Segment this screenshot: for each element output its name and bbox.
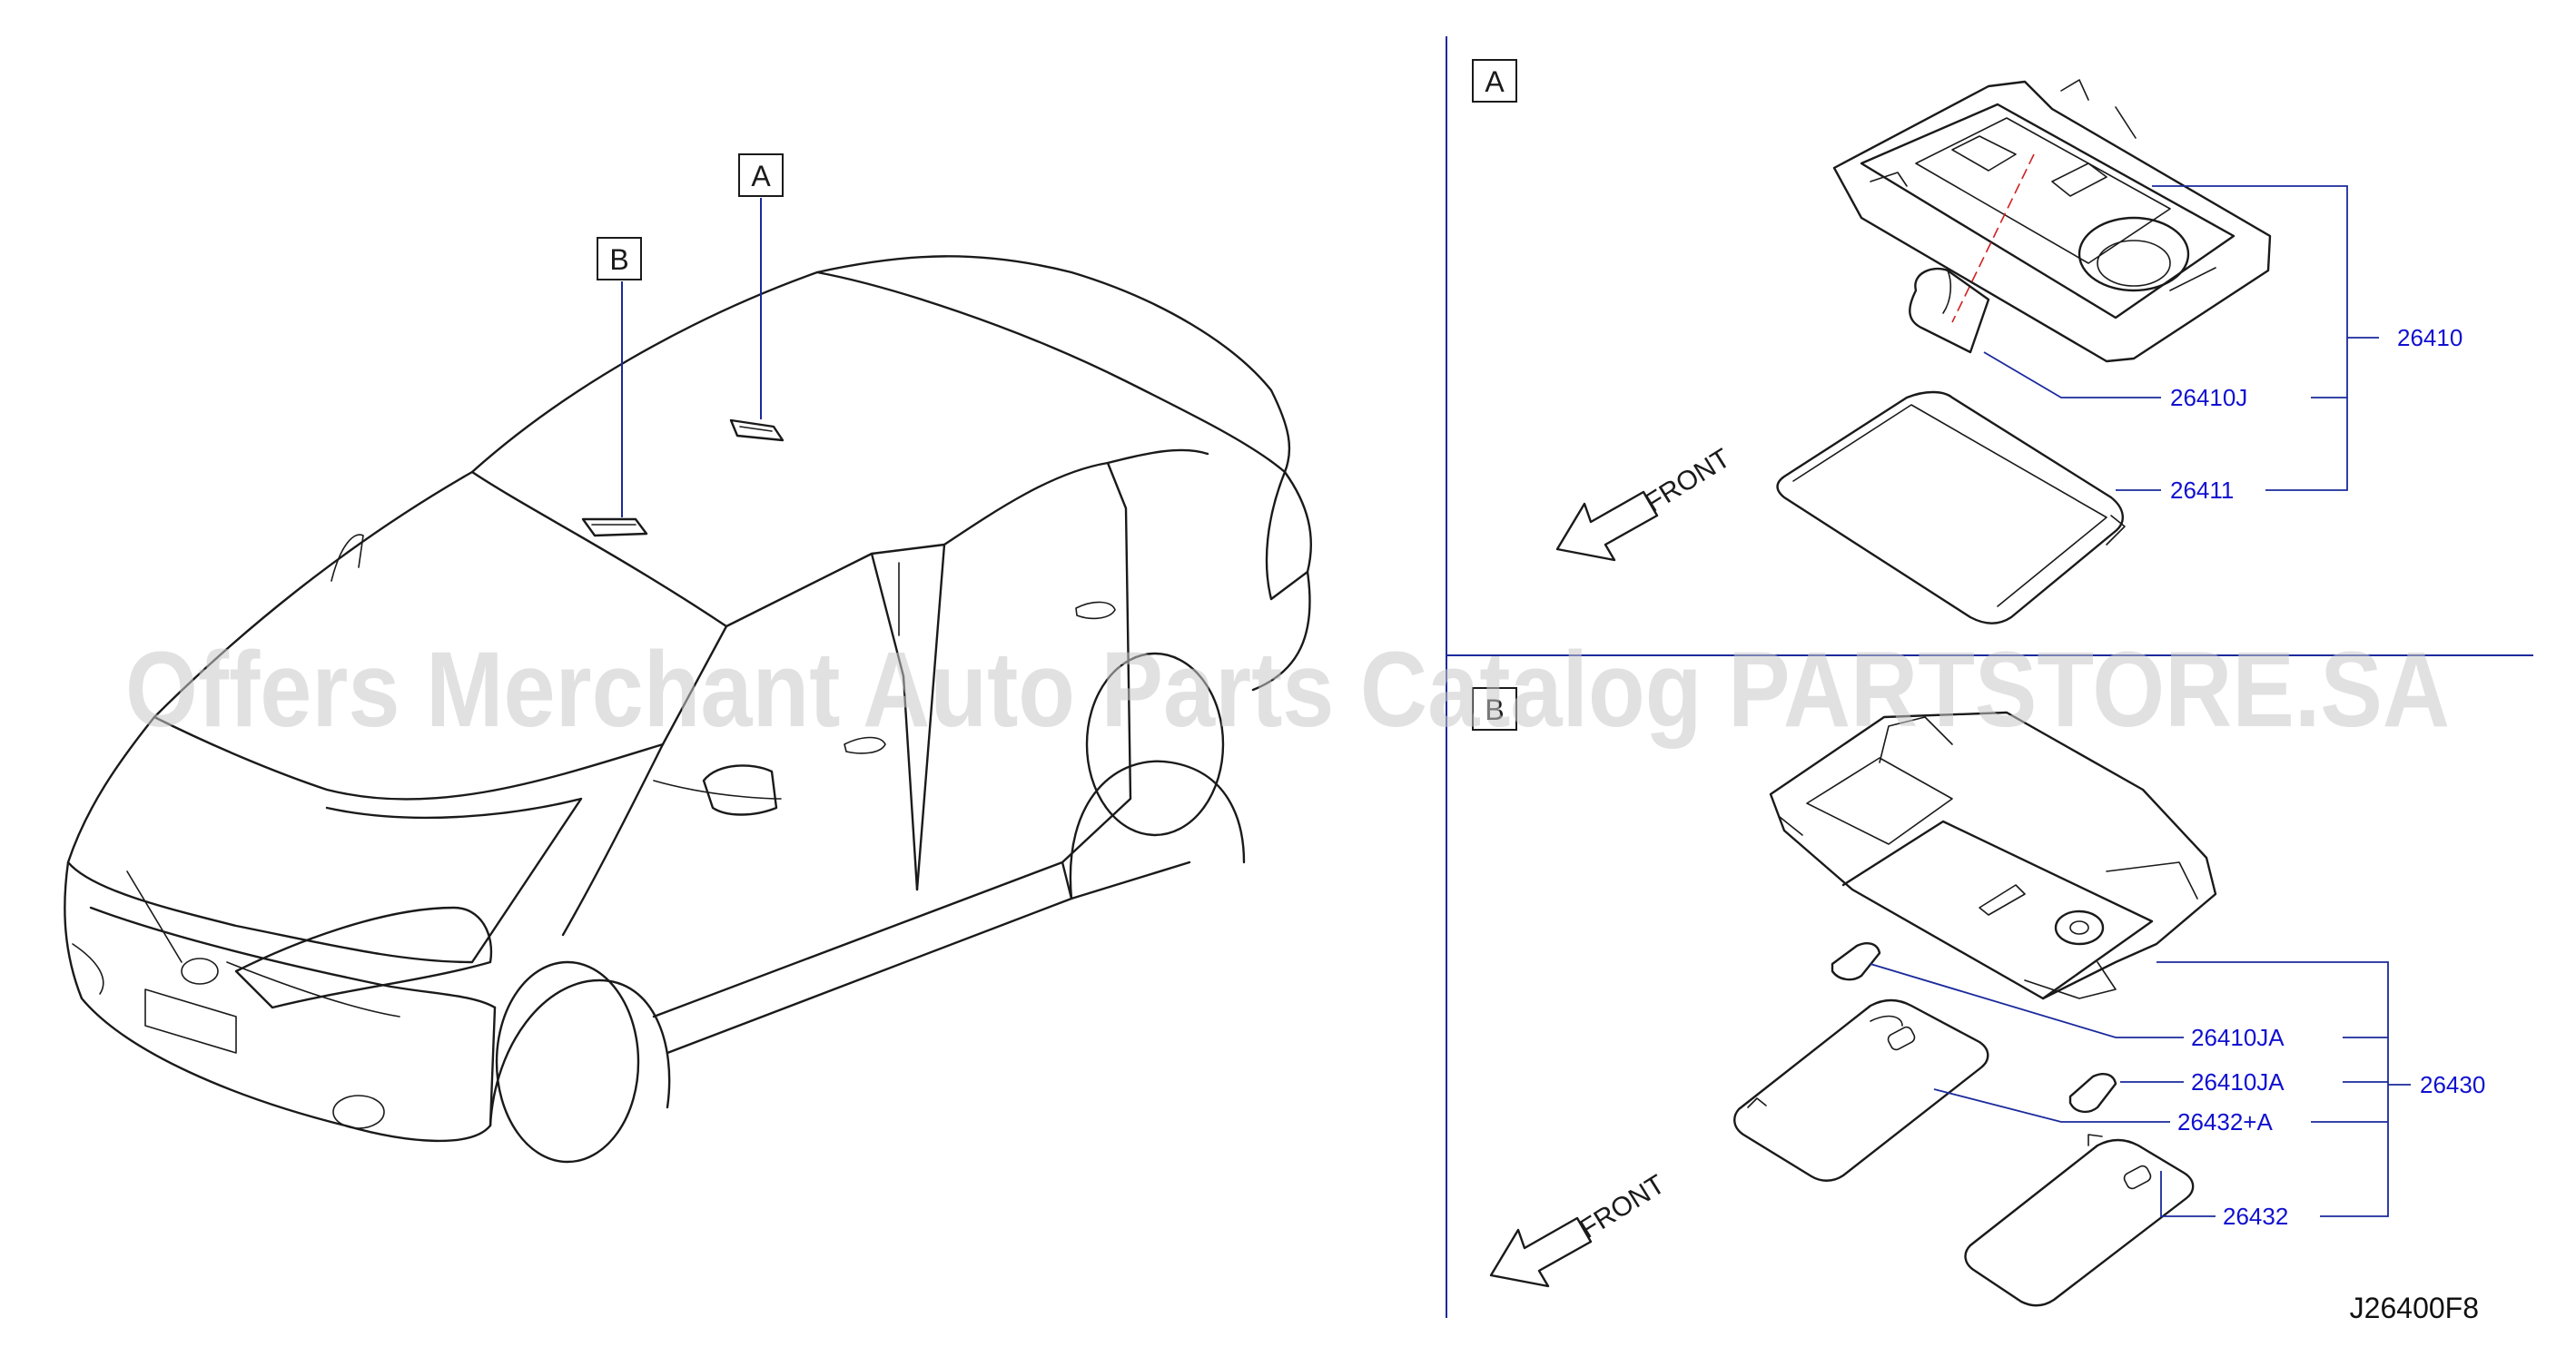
svg-text:A: A <box>751 160 771 192</box>
part-label-26432a[interactable]: 26432+A <box>2177 1108 2273 1136</box>
diagram-code: J26400F8 <box>2350 1292 2479 1324</box>
callout-b-panel: B <box>1472 687 1517 731</box>
part-label-26430[interactable]: 26430 <box>2420 1071 2485 1098</box>
svg-text:B: B <box>1485 693 1504 726</box>
part-label-26410ja-1[interactable]: 26410JA <box>2191 1024 2285 1051</box>
svg-text:B: B <box>609 243 628 276</box>
room-lamp-assembly-a <box>1832 79 2272 363</box>
car-outline <box>64 198 1313 1164</box>
bulb-26410ja-1 <box>1831 942 1881 981</box>
part-label-26410ja-2[interactable]: 26410JA <box>2191 1068 2285 1096</box>
svg-text:FRONT: FRONT <box>1640 443 1735 518</box>
lens-26432-a <box>1733 998 1989 1182</box>
part-label-26432[interactable]: 26432 <box>2223 1203 2288 1230</box>
part-label-26410[interactable]: 26410 <box>2397 324 2462 351</box>
part-label-26410j[interactable]: 26410J <box>2170 384 2247 411</box>
front-arrow-b: FRONT <box>1489 1169 1670 1288</box>
bulb-26410ja-2 <box>2068 1073 2117 1114</box>
map-lamp-on-roof <box>581 517 648 537</box>
svg-text:A: A <box>1485 65 1505 98</box>
lens-26432 <box>1964 1134 2195 1307</box>
room-lamp-on-roof <box>729 418 785 442</box>
map-lamp-housing-b <box>1769 711 2217 1000</box>
watermark: Offers Merchant Auto Parts Catalog PARTS… <box>125 630 2450 750</box>
lens-26411 <box>1776 390 2126 624</box>
bulb-26410j <box>1909 267 1990 354</box>
callout-a-panel: A <box>1472 59 1517 103</box>
svg-text:FRONT: FRONT <box>1574 1169 1670 1244</box>
callout-b-car: B <box>597 237 642 280</box>
front-arrow-a: FRONT <box>1555 443 1735 562</box>
part-label-26411[interactable]: 26411 <box>2170 477 2234 504</box>
callout-a-car: A <box>738 153 784 197</box>
